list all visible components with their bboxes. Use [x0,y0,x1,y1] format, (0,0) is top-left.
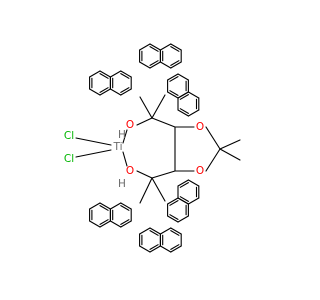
naphthyl-lower-right-a-bond [167,215,179,223]
naphthyl-upper-right-b-double [179,108,189,114]
naphthyl-upper-right-a-double [169,90,179,96]
naphthyl-upper-right-b-bond [187,91,200,99]
naphthyl-upper-right-a-bond [167,91,179,99]
naphthyl-lower-left-b-double [120,219,130,225]
naphthyl-upper-left-a-bond [99,88,111,96]
molecule-diagram: Cl Cl Ti O O O O H H [64,43,241,253]
naphthyl-upper-back-b-bond [170,61,182,69]
bond-c-naph-lr [151,177,166,202]
naphthyl-upper-right-b-bond [187,109,200,117]
naphthyl-upper-left-a-double [99,87,109,93]
bonds [75,43,241,253]
bond-c-c-upper [151,117,176,128]
naphthyl-lower-left-b-bond [120,202,132,210]
naphthyl-lower-back-a-bond [139,245,151,253]
bond-c-naph-ll [139,177,153,204]
naphthyl-lower-back-b-double [170,244,180,250]
naphthyl-lower-right-b-double [179,182,189,188]
atom-labels: Cl Cl Ti O O O O H H [64,119,204,190]
naphthyl-upper-left-a-bond [89,88,101,96]
bond-ketal-upper [205,126,221,150]
naphthyl-lower-left-a-bond [89,202,101,210]
naphthyl-lower-left-b-bond [109,220,122,228]
naphthyl-upper-left-b-bond [120,88,132,96]
bond-cl-ti-lower [75,149,112,158]
naphthyl-lower-left-a-bond [99,202,111,210]
naphthyl-lower-right-b-double [179,196,189,202]
naphthyl-lower-left-a-bond [89,220,101,228]
naphthyl-lower-right-b-bond [187,179,200,187]
naphthyl-upper-right-a-bond [177,73,189,81]
naphthyl-lower-right-b-bond [177,197,189,205]
naphthyl-upper-left-b-double [120,73,130,79]
atom-h-upper: H [118,129,126,141]
naphthyl-upper-back-a-bond [149,43,161,51]
naphthyl-lower-left-a-double [99,219,109,225]
atom-o-dioxolane-upper: O [196,121,204,133]
naphthyl-lower-back-a-bond [149,227,161,235]
naphthyl-lower-back-a-bond [149,245,161,253]
naphthyl-lower-back-a-double [149,244,159,250]
bond-o-c-lower [136,170,153,179]
naphthyl-upper-back-a-double [149,46,159,52]
naphthyl-upper-back-a-bond [149,61,161,69]
bond-c-c-lower [151,170,176,179]
naphthyl-lower-right-a-bond [177,215,189,223]
naphthyl-upper-back-a-bond [139,61,151,69]
naphthyl-lower-left-b-bond [109,202,122,210]
naphthyl-lower-right-b-bond [177,179,189,187]
bond-c-naph-ur [151,94,166,119]
naphthyl-upper-left-a-double [99,73,109,79]
naphthyl-upper-back-a-double [149,60,159,66]
naphthyl-lower-right-a-bond [167,197,179,205]
naphthyl-upper-right-a-bond [167,73,179,81]
naphthyl-upper-left-b-bond [120,70,132,78]
bond-methyl-2 [219,148,241,161]
bond-ti-o-upper [122,129,128,144]
atom-o-dioxolane-lower: O [196,165,204,177]
naphthyl-upper-right-b-double [179,94,189,100]
naphthyl-lower-back-a-bond [139,227,151,235]
naphthyl-upper-back-b-double [170,46,180,52]
naphthyl-lower-back-b-double [170,230,180,236]
bond-methyl-1 [219,139,241,150]
naphthyl-lower-right-a-double [169,214,179,220]
naphthyl-upper-back-b-bond [159,61,172,69]
bond-c-naph-ul [139,96,153,119]
naphthyl-lower-back-b-bond [159,227,172,235]
atom-cl-lower: Cl [64,153,74,165]
naphthyl-upper-right-b-bond [177,109,189,117]
atom-ti: Ti [112,141,122,153]
naphthyl-upper-back-b-bond [170,43,182,51]
naphthyl-lower-left-b-bond [120,220,132,228]
naphthyl-upper-left-a-bond [89,70,101,78]
naphthyl-lower-right-a-double [169,200,179,206]
naphthyl-upper-back-b-bond [159,43,172,51]
naphthyl-lower-right-b-bond [187,197,200,205]
naphthyl-lower-back-a-double [149,230,159,236]
naphthyl-upper-back-a-bond [139,43,151,51]
naphthyl-upper-right-a-double [169,76,179,82]
atom-cl-upper: Cl [64,130,74,142]
atom-h-lower: H [118,178,126,190]
naphthyl-upper-right-b-bond [177,91,189,99]
bond-ketal-lower [205,148,221,172]
naphthyl-lower-back-b-bond [170,245,182,253]
naphthyl-lower-left-a-bond [99,220,111,228]
bond-o-c-upper [136,117,153,126]
naphthyl-lower-back-b-bond [159,245,172,253]
naphthyl-lower-left-b-double [120,205,130,211]
bond-ti-o-lower [122,151,128,167]
naphthyl-upper-left-a-bond [99,70,111,78]
naphthyl-lower-left-a-double [99,205,109,211]
bond-cl-ti-upper [75,137,112,146]
naphthyl-lower-back-b-bond [170,227,182,235]
naphthyl-upper-left-b-bond [109,88,122,96]
naphthyl-upper-left-b-double [120,87,130,93]
naphthyl-upper-back-b-double [170,60,180,66]
atom-o-lower-alkoxide: O [126,165,134,177]
naphthyl-upper-left-b-bond [109,70,122,78]
atom-o-upper-alkoxide: O [126,119,134,131]
